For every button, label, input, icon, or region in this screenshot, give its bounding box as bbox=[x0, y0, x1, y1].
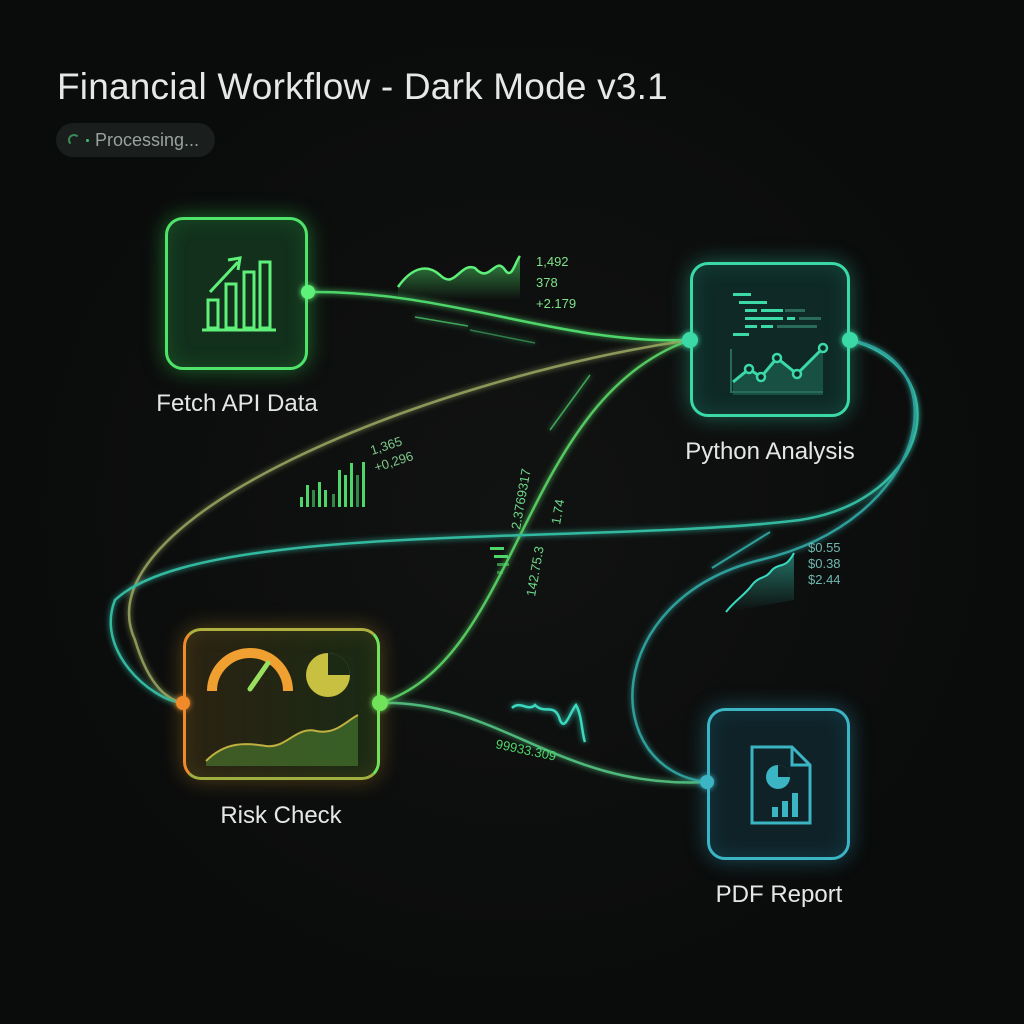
annotation-value: $0.38 bbox=[808, 556, 841, 571]
status-dot-icon bbox=[86, 138, 89, 142]
gauge-pie-area-icon bbox=[205, 648, 359, 766]
arrow-small bbox=[414, 316, 469, 327]
sparkline bbox=[725, 552, 795, 613]
sparkline-area bbox=[726, 553, 794, 612]
annotation-value: 2.3769317 bbox=[508, 467, 533, 530]
mini-bar-chart bbox=[300, 462, 365, 507]
status-text: Processing... bbox=[95, 129, 200, 150]
annotation-value: 378 bbox=[536, 275, 558, 290]
annotation-value: $0.55 bbox=[808, 540, 841, 555]
annotation-value: 1.74 bbox=[548, 498, 567, 526]
sparkline bbox=[396, 255, 522, 288]
spinner-icon bbox=[68, 134, 80, 146]
annotation-value: +2.179 bbox=[536, 296, 576, 311]
node-label: Python Analysis bbox=[685, 438, 855, 465]
annotation-value: 1,492 bbox=[536, 254, 569, 269]
arrow-small bbox=[469, 329, 536, 344]
arrow-small bbox=[711, 531, 771, 569]
node-risk-check[interactable] bbox=[183, 628, 380, 780]
edge-fetch-python[interactable] bbox=[307, 290, 691, 342]
node-fetch-api-data[interactable] bbox=[165, 217, 308, 370]
bar-chart-trend-icon bbox=[202, 256, 276, 332]
node-python-analysis[interactable] bbox=[690, 262, 850, 417]
edge-python-pdf[interactable] bbox=[631, 338, 916, 784]
document-chart-icon bbox=[750, 745, 812, 825]
node-label: Fetch API Data bbox=[156, 390, 318, 417]
node-label: Risk Check bbox=[220, 802, 342, 829]
edge-risk-python[interactable] bbox=[379, 338, 691, 705]
sparkline-area bbox=[398, 256, 520, 300]
mini-bar-chart bbox=[490, 547, 509, 574]
status-badge: Processing... bbox=[56, 123, 215, 157]
arrow-small bbox=[549, 374, 591, 431]
code-chart-icon bbox=[730, 293, 829, 395]
edge-python-risk-loop[interactable] bbox=[127, 338, 691, 705]
node-label: PDF Report bbox=[715, 881, 843, 908]
node-pdf-report[interactable] bbox=[707, 708, 850, 860]
edge-risk-pdf[interactable] bbox=[379, 701, 708, 784]
annotation-value: 142.75.3 bbox=[523, 545, 547, 597]
edge-python-loop-risk[interactable] bbox=[109, 338, 919, 705]
page-title: Financial Workflow - Dark Mode v3.1 bbox=[57, 66, 668, 107]
annotation-value: $2.44 bbox=[808, 572, 841, 587]
sparkline bbox=[511, 702, 587, 743]
